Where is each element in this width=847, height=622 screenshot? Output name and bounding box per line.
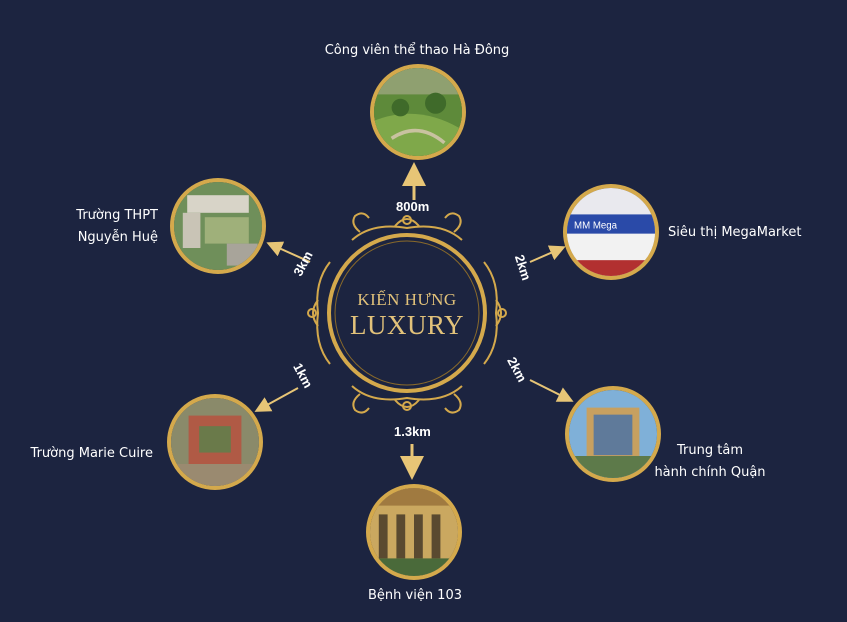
hospital-photo [366, 484, 462, 580]
project-title-line1: KIẾN HƯNG [357, 290, 457, 309]
district-admin-center-photo [565, 386, 661, 482]
school-photo [170, 178, 266, 274]
label-admin-center: Trung tâm hành chính Quận [650, 440, 770, 484]
project-title-line2: LUXURY [349, 310, 464, 340]
arrow-top-right [529, 245, 566, 263]
arrow-bottom-left [254, 387, 299, 412]
label-hospital: Bệnh viện 103 [367, 588, 462, 603]
distance-top: 800m [396, 199, 430, 214]
label-marie-curie: Trường Marie Cuire [30, 446, 153, 461]
label-park: Công viên thể thao Hà Đông [324, 43, 510, 58]
park-photo [370, 64, 466, 160]
arrow-top-left [266, 241, 311, 263]
label-admin-center-line1: Trung tâm [677, 443, 743, 458]
megamarket-photo: MM Mega [563, 184, 659, 280]
label-admin-center-line2: hành chính Quận [654, 465, 766, 480]
ornament-frame [307, 212, 507, 414]
label-nguyen-hue-line2: Nguyễn Huệ [77, 230, 158, 245]
distance-bottom: 1.3km [394, 424, 431, 439]
project-title: KIẾN HƯNG LUXURY [320, 290, 494, 340]
label-nguyen-hue-school: Trường THPT Nguyễn Huệ [40, 205, 158, 249]
marie-curie-school-photo [167, 394, 263, 490]
label-megamarket: Siêu thị MegaMarket [668, 225, 802, 240]
label-nguyen-hue-line1: Trường THPT [76, 208, 158, 223]
center-circle [327, 233, 487, 393]
svg-text:MM Mega: MM Mega [574, 220, 618, 231]
arrow-bottom-right [529, 379, 574, 402]
